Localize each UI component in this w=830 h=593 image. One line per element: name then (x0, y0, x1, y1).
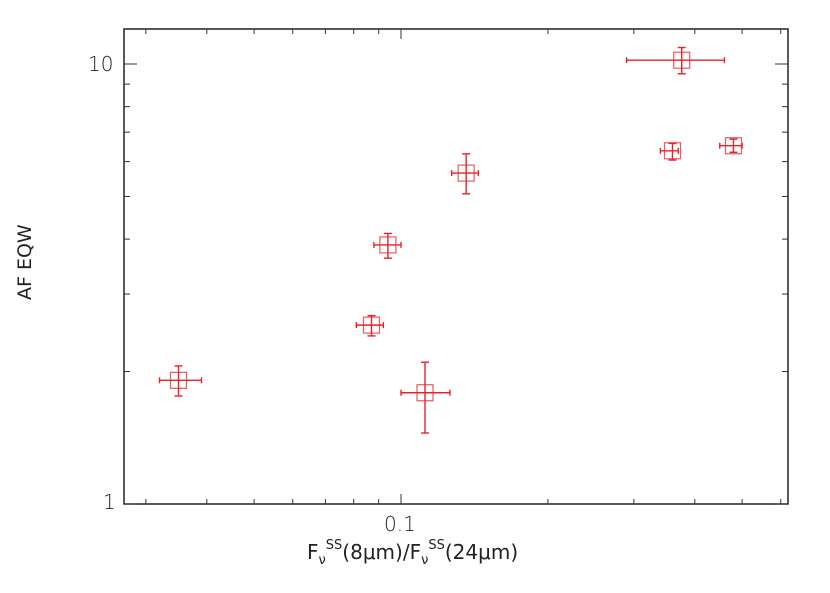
xlabel-f1: F (307, 540, 319, 564)
y-axis-label: AF EQW (14, 224, 36, 300)
plot-frame (123, 28, 789, 505)
xlabel-sup2: SS (428, 538, 445, 554)
data-point (719, 137, 743, 155)
y-tick-label-10: 10 (88, 52, 114, 76)
data-point (450, 153, 479, 195)
data-point (625, 46, 726, 75)
axis-ticks (124, 29, 788, 505)
data-point (355, 314, 385, 337)
data-points (158, 46, 743, 434)
data-point (158, 365, 203, 397)
x-tick-label-0.1: 0.1 (384, 512, 416, 536)
x-axis-label: FνSS(8μm)/FνSS(24μm) (307, 538, 519, 568)
data-point (400, 361, 451, 434)
xlabel-sub2: ν (421, 553, 429, 568)
xlabel-end: (24μm) (444, 540, 519, 564)
data-point (373, 232, 402, 259)
xlabel-sup1: SS (325, 538, 343, 554)
y-tick-label-1: 1 (103, 490, 116, 514)
data-point (659, 142, 682, 161)
xlabel-sub1: ν (318, 553, 326, 568)
xlabel-mid: (8μm)/F (342, 540, 422, 564)
